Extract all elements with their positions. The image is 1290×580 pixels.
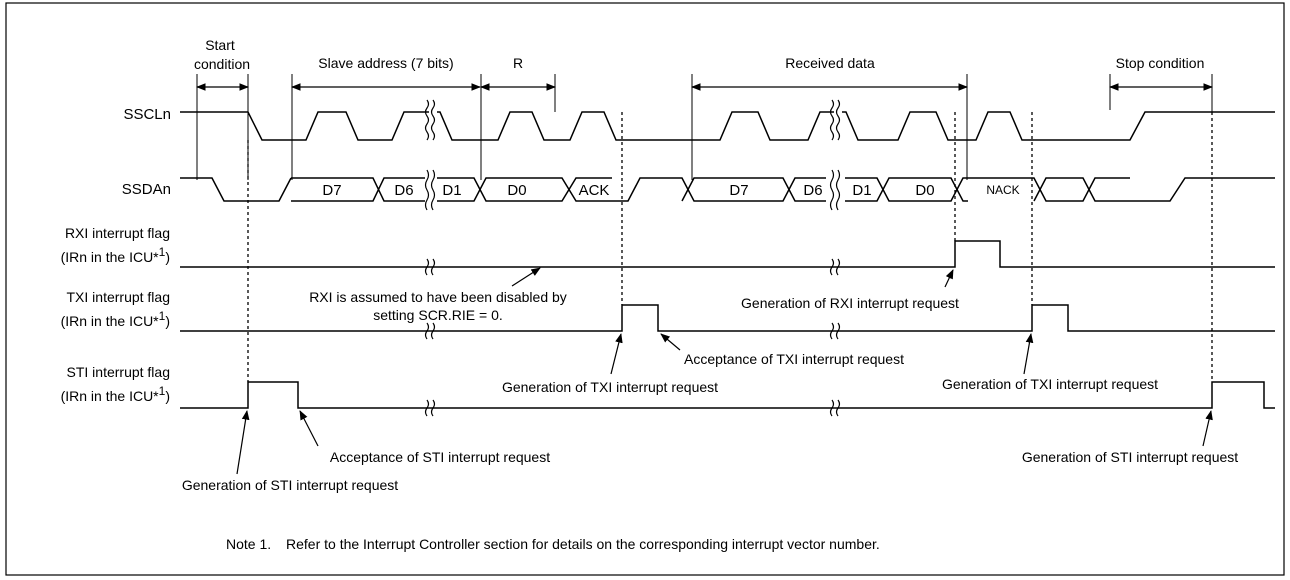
- rxi-flag-label-2: (IRn in the ICU*1): [61, 245, 170, 265]
- bit-d7-1: D7: [322, 182, 341, 199]
- stop-condition-label: Stop condition: [1116, 55, 1205, 71]
- bit-d6-2: D6: [803, 182, 822, 199]
- ssda-bit-labels: D7 D6 D1 D0 ACK D7 D6 D1 D0 NACK: [322, 182, 1019, 199]
- generation-sti-label-2: Generation of STI interrupt request: [1022, 449, 1238, 465]
- slave-address-label: Slave address (7 bits): [318, 55, 453, 71]
- bit-d1-1: D1: [442, 182, 461, 199]
- event-dotted-lines: [247, 112, 1213, 382]
- bit-d0-1: D0: [507, 182, 526, 199]
- start-condition-label-1: Start: [205, 37, 235, 53]
- start-condition-label-2: condition: [194, 56, 250, 72]
- bit-nack: NACK: [986, 183, 1019, 197]
- note-number: Note 1.: [226, 536, 271, 552]
- acceptance-txi-label: Acceptance of TXI interrupt request: [684, 351, 904, 367]
- ssda-waveform: [180, 177, 1275, 202]
- bit-d7-2: D7: [729, 182, 748, 199]
- sti-flag-label-1: STI interrupt flag: [67, 364, 171, 380]
- received-data-label: Received data: [785, 55, 875, 71]
- txi-flag-waveform: [180, 304, 1275, 332]
- generation-txi-label-1: Generation of TXI interrupt request: [502, 379, 718, 395]
- sscl-waveform: [180, 111, 1275, 141]
- bit-d6-1: D6: [394, 182, 413, 199]
- rxi-disabled-note-2: setting SCR.RIE = 0.: [373, 307, 503, 323]
- sscl-label: SSCLn: [123, 106, 171, 123]
- bit-ack: ACK: [579, 182, 610, 199]
- acceptance-sti-label: Acceptance of STI interrupt request: [330, 449, 550, 465]
- break-marks: [424, 99, 842, 417]
- sti-flag-label-2: (IRn in the ICU*1): [61, 384, 170, 404]
- generation-txi-label-2: Generation of TXI interrupt request: [942, 376, 1158, 392]
- annotation-arrows: [236, 267, 1213, 475]
- rxi-flag-label-1: RXI interrupt flag: [65, 225, 170, 241]
- txi-flag-label-2: (IRn in the ICU*1): [61, 309, 170, 329]
- ssda-label: SSDAn: [122, 181, 171, 198]
- note-text: Refer to the Interrupt Controller sectio…: [286, 536, 880, 552]
- generation-rxi-label: Generation of RXI interrupt request: [741, 295, 959, 311]
- bit-d0-2: D0: [915, 182, 934, 199]
- rxi-flag-waveform: [180, 240, 1275, 268]
- generation-sti-label-1: Generation of STI interrupt request: [182, 477, 398, 493]
- txi-flag-label-1: TXI interrupt flag: [67, 289, 171, 305]
- r-label: R: [513, 55, 523, 71]
- sti-flag-waveform: [180, 381, 1275, 409]
- rxi-disabled-note-1: RXI is assumed to have been disabled by: [309, 289, 567, 305]
- extension-lines: [196, 74, 1213, 180]
- figure-frame: [5, 2, 1285, 576]
- bit-d1-2: D1: [852, 182, 871, 199]
